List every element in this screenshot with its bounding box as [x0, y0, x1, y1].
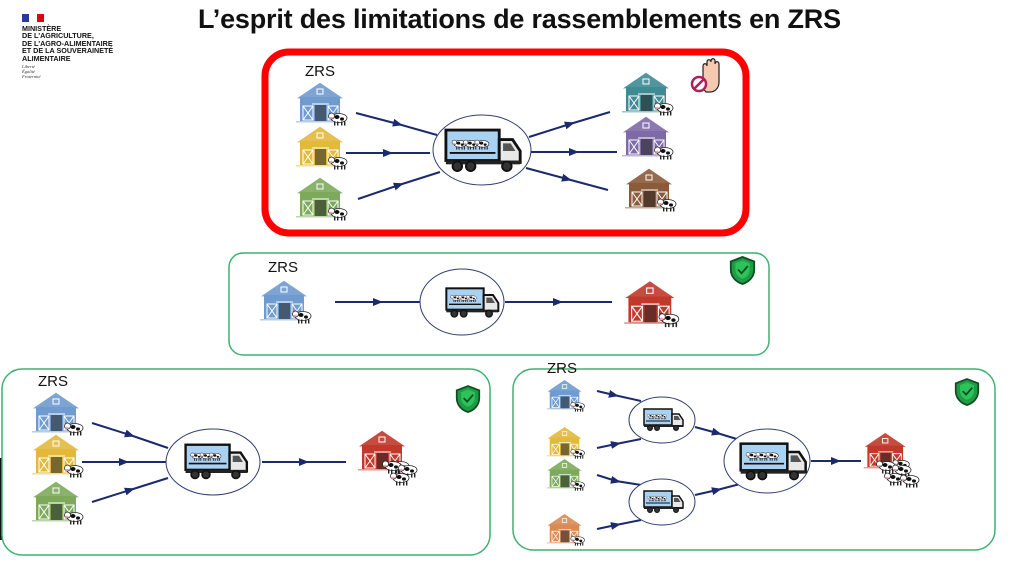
motto-line: Liberté — [22, 64, 35, 70]
arrow — [596, 438, 642, 449]
arrow — [528, 111, 611, 138]
motto: Liberté Égalité Fraternité — [22, 64, 142, 79]
motto-line: Égalité — [22, 69, 35, 75]
arrow — [91, 477, 169, 503]
arrow — [91, 422, 169, 449]
shield-check-icon — [455, 385, 481, 413]
arrow — [357, 171, 441, 200]
ministry-line: Ministère — [22, 24, 62, 33]
ministry-logo: Ministère de l'Agriculture, de l'Agro-al… — [22, 14, 142, 79]
gathering-scenario-panel: ZRS — [1, 368, 491, 556]
arrow — [355, 112, 438, 136]
zrs-label: ZRS — [547, 360, 577, 377]
zrs-label: ZRS — [268, 259, 298, 276]
multi-stage-scenario-panel: ZRS — [512, 360, 996, 551]
ministry-line: de l'Agro-alimentaire — [22, 38, 113, 48]
direct-scenario-panel: ZRS — [228, 252, 770, 356]
zrs-label: ZRS — [305, 63, 335, 80]
arrow — [694, 483, 741, 496]
shield-check-icon — [729, 256, 756, 285]
arrow — [694, 426, 741, 441]
motto-line: Fraternité — [22, 74, 41, 80]
french-flag-icon — [22, 14, 44, 22]
ministry-line: alimentaire — [22, 53, 71, 63]
zrs-label: ZRS — [38, 373, 68, 390]
arrow — [596, 474, 642, 486]
slide-title: L’esprit des limitations de rassemblemen… — [198, 4, 841, 34]
ministry-name: Ministère de l'Agriculture, de l'Agro-al… — [22, 25, 142, 62]
ministry-line: de l'Agriculture, — [22, 31, 94, 41]
arrow — [525, 167, 609, 191]
shield-check-icon — [954, 378, 980, 406]
ministry-line: et de la Souveraineté — [22, 46, 114, 56]
arrow — [596, 519, 642, 530]
forbidden-scenario-panel: ZRS — [261, 48, 750, 237]
arrow — [596, 389, 642, 402]
